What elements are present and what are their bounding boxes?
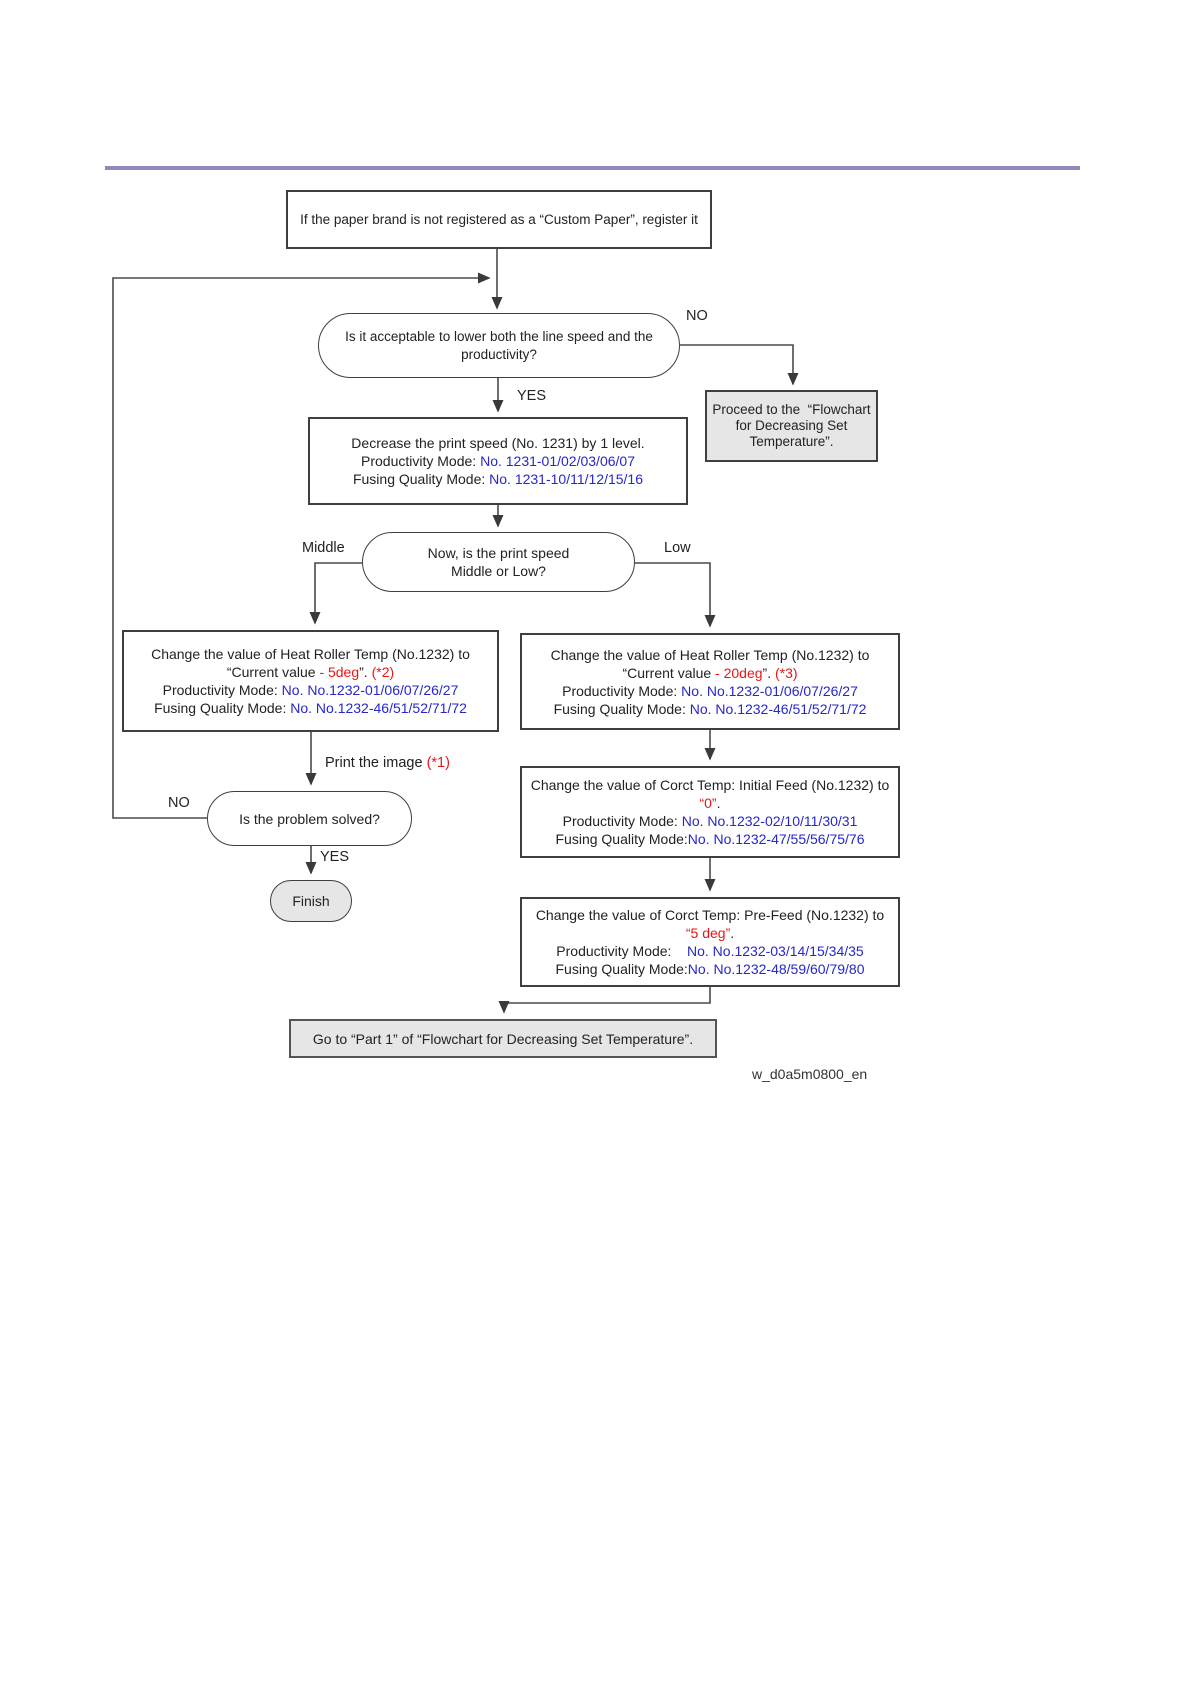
register-paper-text: If the paper brand is not registered as … (300, 211, 698, 227)
branch-label-yes-solved: YES (320, 849, 350, 865)
heat-low-prod-value: No. No.1232-01/06/07/26/27 (681, 682, 858, 699)
finish-text: Finish (292, 893, 330, 909)
decrease-fusing-line: Fusing Quality Mode: No. 1231-10/11/12/1… (353, 470, 643, 488)
heat-middle-qpost: ”. (359, 664, 372, 680)
corct-initial-fuse-value: No. No.1232-47/55/56/75/76 (687, 831, 865, 847)
decision-lower-speed-productivity: Is it acceptable to lower both the line … (318, 313, 680, 378)
heat-low-note: (*3) (774, 664, 798, 681)
branch-label-middle: Middle (302, 540, 345, 556)
heat-low-fuse-value: No. No.1232-46/51/52/71/72 (689, 700, 867, 717)
decrease-prod-label: Productivity Mode: (361, 453, 481, 469)
arrow-no-to-proceed (680, 344, 799, 386)
decision-solved-text: Is the problem solved? (239, 810, 380, 827)
corct-prefeed-fuse-label: Fusing Quality Mode: (555, 961, 688, 977)
heat-low-fuse-label: Fusing Quality Mode: (553, 700, 690, 717)
arrow-middle-branch (309, 562, 362, 625)
process-box-corct-pre-feed: Change the value of Corct Temp: Pre-Feed… (520, 897, 900, 987)
corct-prefeed-line2: “5 deg”. (686, 924, 734, 942)
heat-middle-fuse-value: No. No.1232-46/51/52/71/72 (290, 700, 467, 716)
heat-middle-fusing-line: Fusing Quality Mode: No. No.1232-46/51/5… (154, 699, 467, 717)
terminal-goto-part1: Go to “Part 1” of “Flowchart for Decreas… (289, 1019, 717, 1058)
decrease-fuse-value: No. 1231-10/11/12/15/16 (489, 471, 644, 487)
corct-initial-line2: “0”. (699, 794, 720, 812)
corct-initial-value: “0” (699, 795, 717, 811)
section-divider-line (105, 166, 1080, 170)
process-box-decrease-print-speed: Decrease the print speed (No. 1231) by 1… (308, 417, 688, 505)
heat-middle-qred: - 5deg (319, 664, 360, 680)
process-box-corct-initial-feed: Change the value of Corct Temp: Initial … (520, 766, 900, 858)
heat-low-qred: - 20deg (715, 664, 763, 681)
process-box-heat-roller-low: Change the value of Heat Roller Temp (No… (520, 633, 900, 730)
decrease-line1: Decrease the print speed (No. 1231) by 1… (351, 435, 645, 451)
branch-label-no-solved: NO (168, 795, 190, 811)
heat-low-prod-label: Productivity Mode: (562, 682, 682, 699)
corct-prefeed-fusing-line: Fusing Quality Mode:No. No.1232-48/59/60… (556, 960, 865, 978)
corct-initial-period: . (716, 795, 721, 811)
heat-low-fusing-line: Fusing Quality Mode: No. No.1232-46/51/5… (554, 700, 867, 718)
heat-low-productivity-line: Productivity Mode: No. No.1232-01/06/07/… (562, 682, 858, 700)
corct-prefeed-line1: Change the value of Corct Temp: Pre-Feed… (535, 907, 885, 923)
corct-initial-line1: Change the value of Corct Temp: Initial … (530, 777, 890, 793)
decision-print-speed-middle-low: Now, is the print speed Middle or Low? (362, 532, 635, 592)
heat-low-line2: “Current value - 20deg”. (*3) (622, 664, 797, 682)
decrease-productivity-line: Productivity Mode: No. 1231-01/02/03/06/… (361, 452, 635, 470)
proceed-line3: Temperature”. (749, 434, 834, 449)
corct-prefeed-prod-label: Productivity Mode: (556, 943, 687, 959)
decision-lower-line2: productivity? (461, 346, 537, 362)
print-image-label: Print the image (*1) (325, 755, 450, 771)
corct-prefeed-prod-value: No. No.1232-03/14/15/34/35 (687, 943, 864, 959)
corct-prefeed-period: . (730, 925, 735, 941)
corct-initial-fusing-line: Fusing Quality Mode:No. No.1232-47/55/56… (556, 830, 865, 848)
proceed-line2: for Decreasing Set (735, 418, 848, 433)
terminal-finish: Finish (270, 880, 352, 922)
heat-middle-prod-value: No. No.1232-01/06/07/26/27 (281, 682, 459, 698)
corct-prefeed-value: “5 deg” (685, 925, 731, 941)
arrow-low-branch (635, 562, 716, 628)
arrow-prefeed-to-goto (498, 987, 711, 1014)
heat-middle-productivity-line: Productivity Mode: No. No.1232-01/06/07/… (163, 681, 459, 699)
corct-initial-prod-value: No. No.1232-02/10/11/30/31 (681, 813, 858, 829)
decision-problem-solved: Is the problem solved? (207, 791, 412, 846)
corct-initial-productivity-line: Productivity Mode: No. No.1232-02/10/11/… (563, 812, 858, 830)
print-image-note: (*1) (426, 755, 450, 771)
decision-speed-line2: Middle or Low? (451, 563, 546, 579)
corct-prefeed-productivity-line: Productivity Mode: No. No.1232-03/14/15/… (556, 942, 863, 960)
corct-prefeed-fuse-value: No. No.1232-48/59/60/79/80 (687, 961, 865, 977)
corct-initial-prod-label: Productivity Mode: (562, 813, 682, 829)
heat-middle-note: (*2) (371, 664, 395, 680)
heat-low-qpost: ”. (762, 664, 775, 681)
decision-speed-line1: Now, is the print speed (427, 545, 570, 561)
decision-lower-line1: Is it acceptable to lower both the line … (345, 328, 653, 344)
heat-middle-qpre: “Current value (226, 664, 320, 680)
heat-low-qpre: “Current value (622, 664, 716, 681)
branch-label-low: Low (664, 540, 691, 556)
terminal-proceed-flowchart: Proceed to the “Flowchart for Decreasing… (705, 390, 878, 462)
goto-part1-text: Go to “Part 1” of “Flowchart for Decreas… (312, 1030, 694, 1047)
proceed-line1: Proceed to the “Flowchart (712, 402, 871, 417)
heat-middle-line1: Change the value of Heat Roller Temp (No… (151, 646, 470, 662)
decrease-prod-value: No. 1231-01/02/03/06/07 (480, 453, 635, 469)
figure-id-watermark: w_d0a5m0800_en (752, 1066, 868, 1082)
print-image-text: Print the image (325, 755, 427, 771)
heat-middle-prod-label: Productivity Mode: (162, 682, 282, 698)
heat-low-line1: Change the value of Heat Roller Temp (No… (550, 646, 870, 663)
process-box-register-paper: If the paper brand is not registered as … (286, 190, 712, 249)
heat-middle-fuse-label: Fusing Quality Mode: (154, 700, 291, 716)
corct-initial-fuse-label: Fusing Quality Mode: (555, 831, 688, 847)
decrease-fuse-label: Fusing Quality Mode: (352, 471, 490, 487)
process-box-heat-roller-middle: Change the value of Heat Roller Temp (No… (122, 630, 499, 732)
heat-middle-line2: “Current value - 5deg”. (*2) (227, 663, 394, 681)
branch-label-no-lower: NO (686, 308, 708, 324)
branch-label-yes-lower: YES (517, 388, 547, 404)
